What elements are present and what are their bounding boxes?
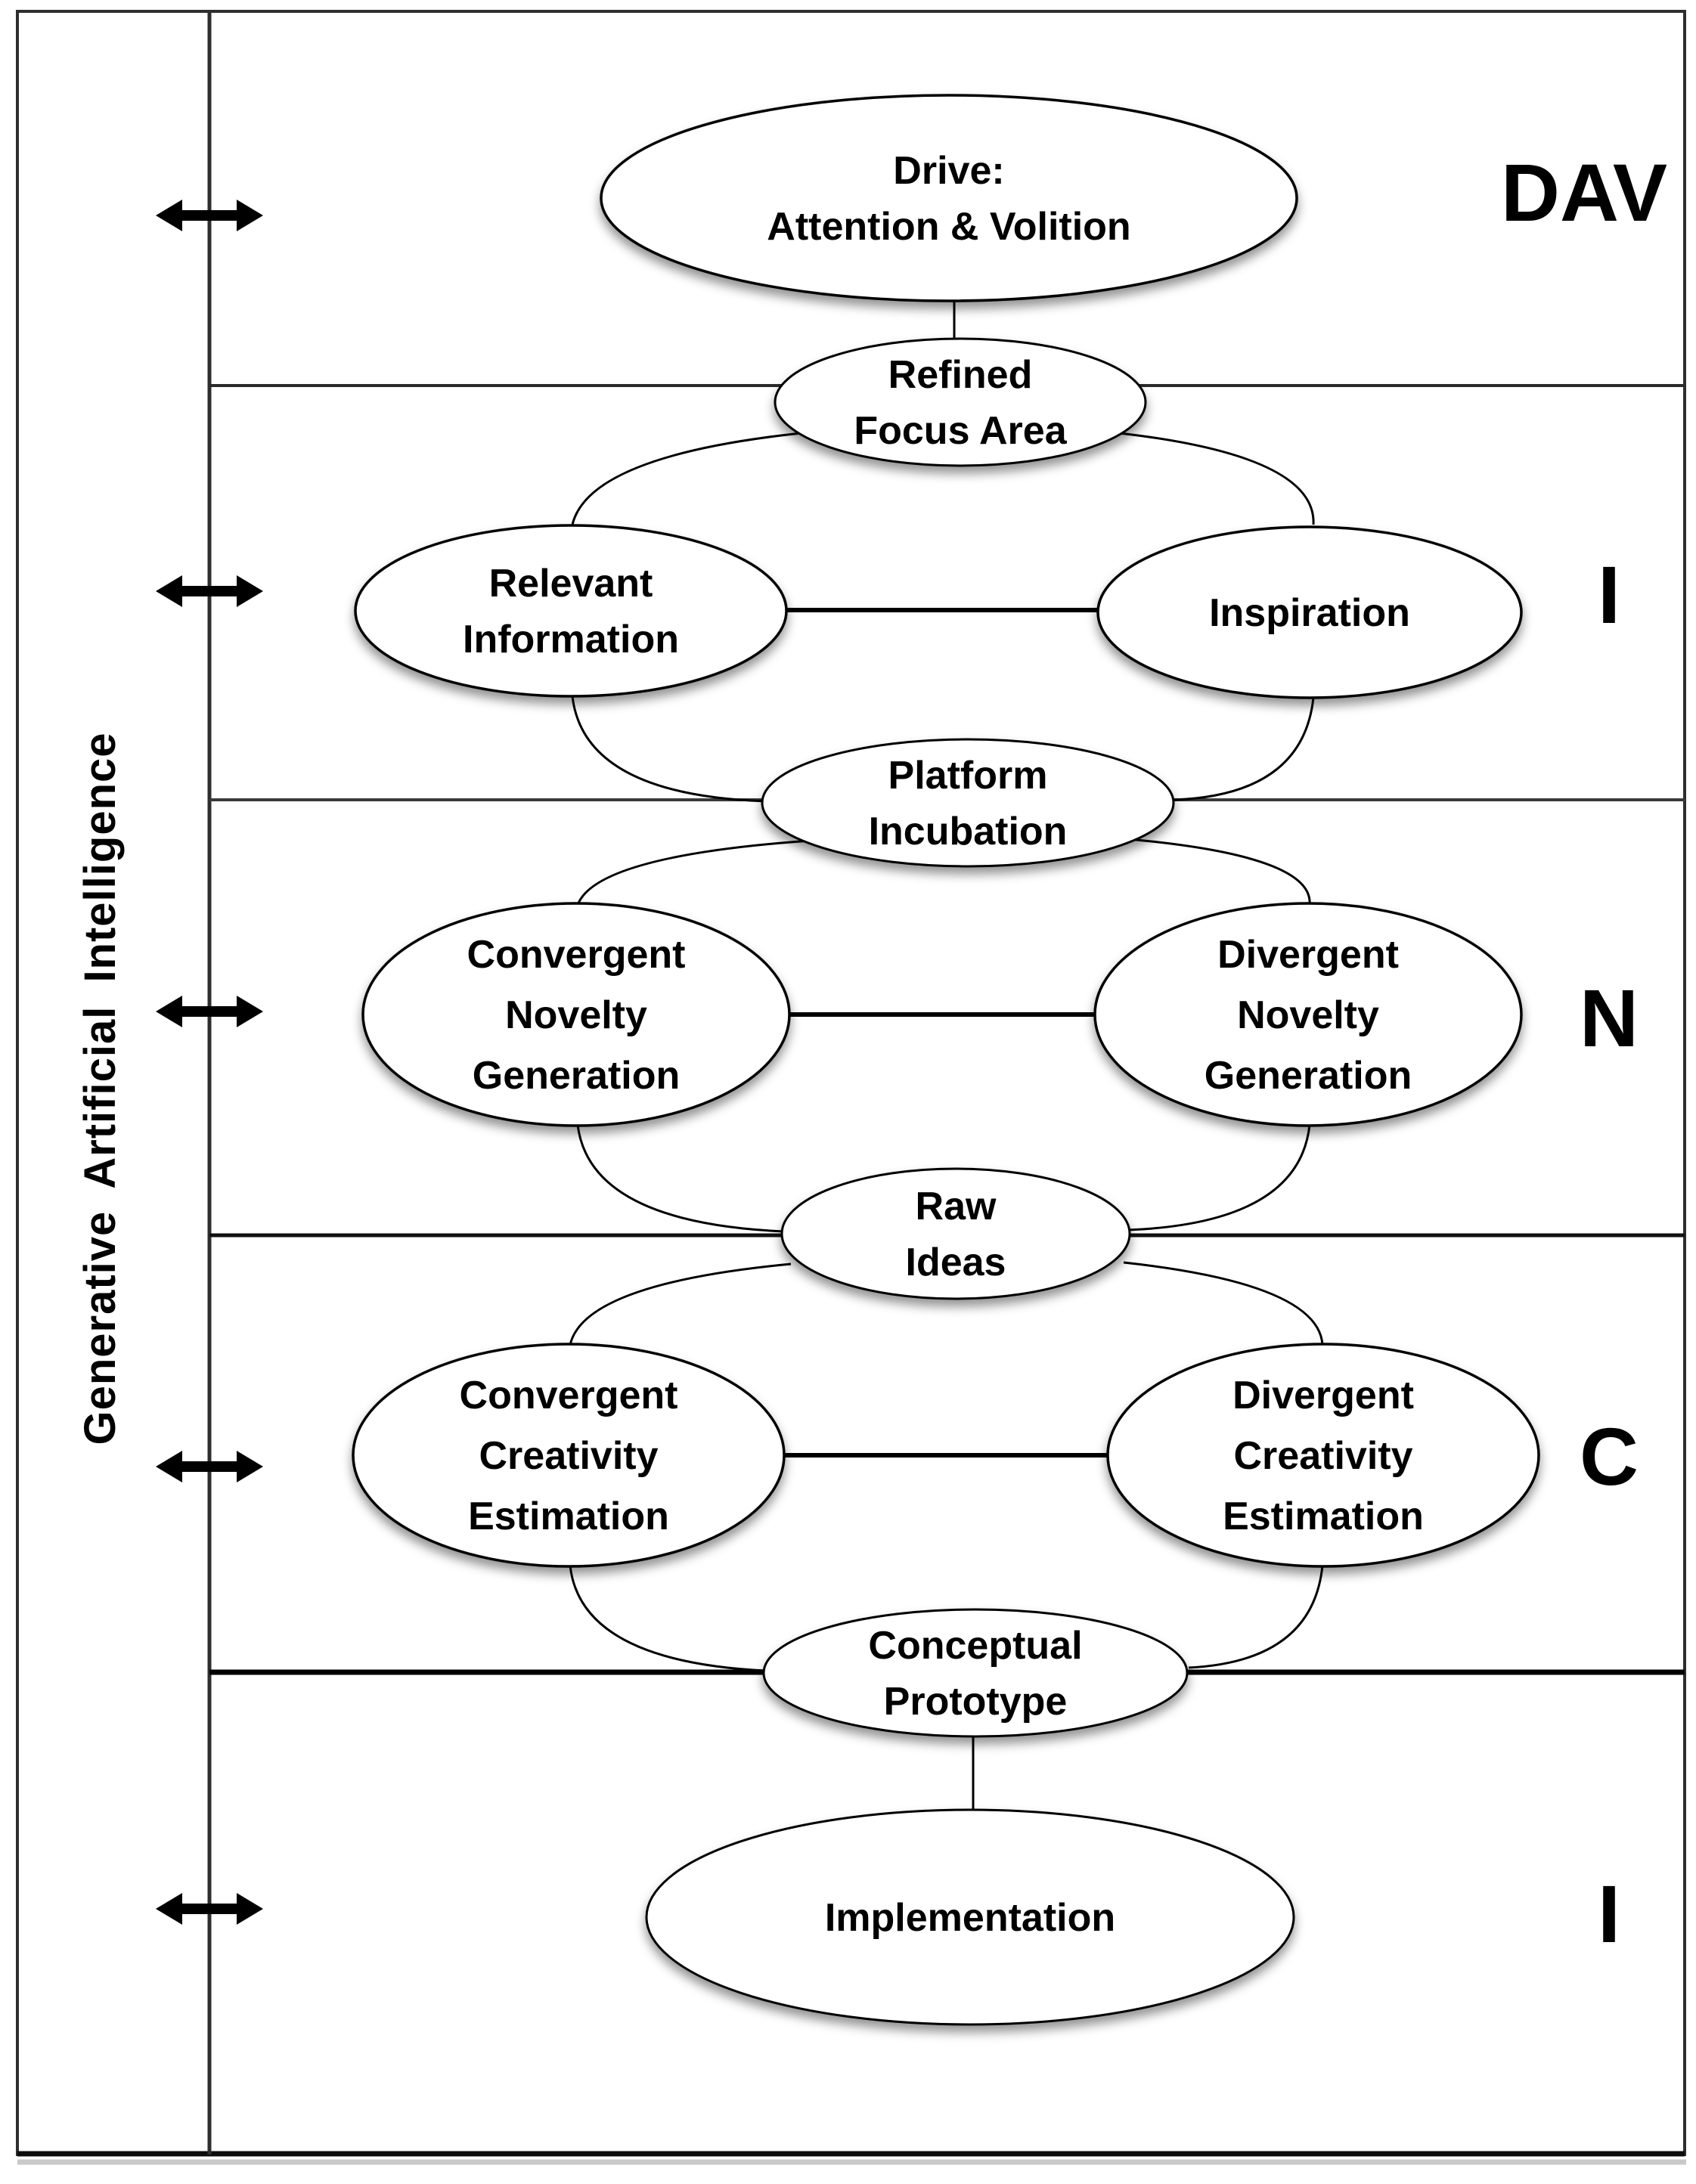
node-drive (600, 94, 1298, 302)
divergent-novelty-label-line1: Divergent (1217, 933, 1399, 977)
relevant-information-label-line1: Relevant (489, 562, 653, 606)
node-convergent-creativity (352, 1343, 786, 1568)
band-arrows (156, 200, 263, 1925)
divergent-creativity-label-line3: Estimation (1223, 1495, 1424, 1538)
relevant-information-label-line2: Information (463, 618, 679, 661)
edge-relevant-platform (571, 695, 767, 803)
conceptual-prototype-label-line1: Conceptual (868, 1624, 1082, 1668)
raw-ideas-label-line1: Raw (916, 1185, 997, 1228)
node-divergent-creativity (1106, 1343, 1540, 1568)
convergent-creativity-label-line3: Estimation (468, 1495, 669, 1538)
edge-rawideas-convcreativity (569, 1262, 792, 1346)
convergent-novelty-label-line1: Convergent (467, 933, 686, 977)
edge-platform-convnovelty (576, 839, 811, 906)
edge-convnovelty-rawideas (576, 1124, 786, 1233)
inspiration-label: Inspiration (1209, 591, 1410, 635)
bidirectional-arrow-band2 (156, 575, 263, 607)
node-convergent-novelty (361, 902, 791, 1127)
bidirectional-arrow-band3 (156, 996, 263, 1027)
convergent-novelty-label-line3: Generation (473, 1054, 681, 1098)
convergent-creativity-label-line2: Creativity (479, 1434, 659, 1478)
stage-letter-i2: I (1598, 1868, 1620, 1959)
node-inspiration (1096, 525, 1523, 699)
conceptual-prototype-label-line2: Prototype (884, 1680, 1068, 1724)
edge-divcreativity-conceptual (1188, 1565, 1324, 1669)
edge-divnovelty-rawideas (1127, 1124, 1311, 1231)
edge-refined-inspiration (1097, 429, 1315, 525)
node-platform-incubation (761, 738, 1175, 868)
convergent-creativity-label-line1: Convergent (460, 1374, 678, 1417)
platform-incubation-label-line2: Incubation (869, 810, 1068, 853)
bidirectional-arrow-band1 (156, 200, 263, 231)
divergent-creativity-label-line2: Creativity (1234, 1434, 1413, 1478)
edge-rawideas-divcreativity (1123, 1261, 1324, 1346)
sidebar-vertical-label: Generative Artificial Intelligence (76, 732, 125, 1445)
edge-refined-relevant (571, 429, 825, 525)
drive-label-line2: Attention & Volition (767, 205, 1130, 249)
node-refined-focus (774, 337, 1147, 467)
bidirectional-arrow-band5 (156, 1893, 263, 1925)
raw-ideas-label-line2: Ideas (906, 1241, 1006, 1284)
drive-label-line1: Drive: (893, 149, 1004, 193)
node-divergent-novelty (1093, 902, 1523, 1127)
convergent-novelty-label-line2: Novelty (505, 993, 647, 1037)
refined-focus-label-line1: Refined (888, 353, 1033, 397)
stage-letter-c: C (1580, 1411, 1639, 1502)
divergent-novelty-label-line3: Generation (1205, 1054, 1412, 1098)
stage-letter-dav: DAV (1501, 147, 1667, 238)
divergent-creativity-label-line1: Divergent (1232, 1374, 1414, 1417)
edge-convcreativity-conceptual (569, 1565, 767, 1672)
stage-letter-i1: I (1598, 549, 1620, 640)
implementation-label: Implementation (825, 1896, 1115, 1940)
stage-letter-n: N (1580, 972, 1639, 1064)
node-conceptual-prototype (762, 1608, 1189, 1738)
bidirectional-arrow-band4 (156, 1451, 263, 1482)
node-implementation (645, 1808, 1295, 2026)
node-relevant-information (354, 524, 788, 698)
divergent-novelty-label-line2: Novelty (1237, 993, 1379, 1037)
edge-platform-divnovelty (1127, 838, 1311, 906)
platform-incubation-label-line1: Platform (888, 754, 1048, 798)
node-raw-ideas (780, 1167, 1131, 1300)
refined-focus-label-line2: Focus Area (854, 409, 1067, 453)
edge-inspiration-platform (1173, 697, 1315, 801)
